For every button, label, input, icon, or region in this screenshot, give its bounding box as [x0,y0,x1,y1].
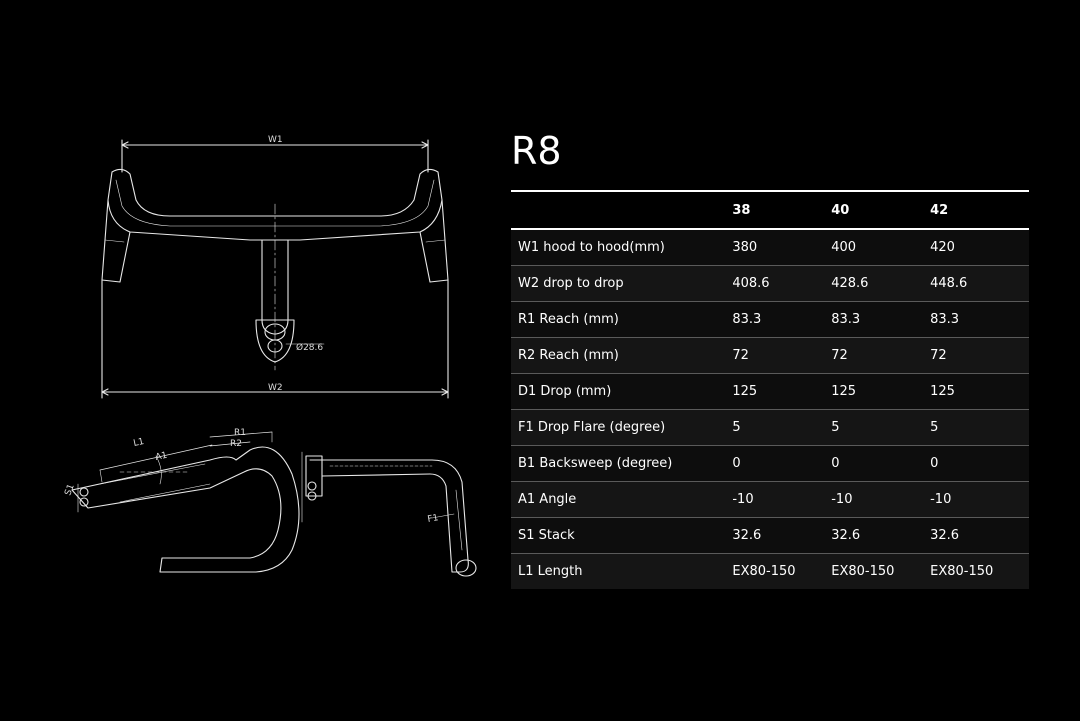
row-value: 72 [930,337,1029,374]
row-value: 380 [732,229,832,266]
top-view-handlebar [301,451,477,577]
row-value: 83.3 [732,301,832,338]
row-value: 125 [831,373,931,410]
row-value: 5 [732,409,832,446]
row-value: 428.6 [831,265,931,302]
row-label: R2 Reach (mm) [511,337,733,374]
front-view-handlebar [101,168,449,371]
side-view-handlebar [71,431,300,573]
row-value: EX80-150 [831,553,931,589]
spec-panel: R8 38 40 42 W1 hood to hood(mm) 380 400 … [511,128,1029,589]
row-value: 32.6 [732,517,832,554]
table-row: L1 Length EX80-150 EX80-150 EX80-150 [511,553,1029,589]
s1-label: S1 [63,483,76,497]
row-value: 72 [732,337,832,374]
row-value: -10 [831,481,931,518]
row-label: R1 Reach (mm) [511,301,733,338]
header-cell-empty [511,191,733,230]
drawing-svg: W1 W2 Ø28.6 L1 R1 R2 A1 S1 F1 [63,135,477,577]
row-value: 448.6 [930,265,1029,302]
row-label: D1 Drop (mm) [511,373,733,410]
table-row: S1 Stack 32.6 32.6 32.6 [511,517,1029,554]
geometry-table: 38 40 42 W1 hood to hood(mm) 380 400 420… [511,190,1029,589]
row-value: 83.3 [831,301,931,338]
row-value: 32.6 [930,517,1029,554]
r2-label: R2 [230,439,242,449]
row-label: W2 drop to drop [511,265,733,302]
row-value: 0 [930,445,1029,482]
l1-label: L1 [133,437,146,449]
row-value: 125 [732,373,832,410]
row-value: 72 [831,337,931,374]
row-value: 5 [831,409,931,446]
row-value: 0 [831,445,931,482]
row-label: L1 Length [511,553,733,589]
header-size-42: 42 [930,191,1029,230]
table-row: R1 Reach (mm) 83.3 83.3 83.3 [511,301,1029,338]
header-size-38: 38 [732,191,832,230]
header-size-40: 40 [831,191,931,230]
row-value: -10 [732,481,832,518]
row-label: A1 Angle [511,481,733,518]
row-value: EX80-150 [732,553,832,589]
row-label: B1 Backsweep (degree) [511,445,733,482]
row-value: 5 [930,409,1029,446]
row-value: 83.3 [930,301,1029,338]
table-row: W2 drop to drop 408.6 428.6 448.6 [511,265,1029,302]
row-value: 0 [732,445,832,482]
a1-label: A1 [155,451,169,463]
row-value: EX80-150 [930,553,1029,589]
row-label: W1 hood to hood(mm) [511,229,733,266]
table-row: F1 Drop Flare (degree) 5 5 5 [511,409,1029,446]
f1-label: F1 [427,513,439,525]
w1-label: W1 [268,135,283,145]
table-row: W1 hood to hood(mm) 380 400 420 [511,229,1029,266]
row-value: 32.6 [831,517,931,554]
model-title: R8 [511,129,562,173]
table-row: A1 Angle -10 -10 -10 [511,481,1029,518]
handlebar-technical-drawing: W1 W2 Ø28.6 L1 R1 R2 A1 S1 F1 [60,120,500,600]
table-header-row: 38 40 42 [511,191,1029,230]
r1-label: R1 [234,428,246,438]
table-row: R2 Reach (mm) 72 72 72 [511,337,1029,374]
row-value: 125 [930,373,1029,410]
table-row: D1 Drop (mm) 125 125 125 [511,373,1029,410]
w2-label: W2 [268,383,283,393]
row-label: F1 Drop Flare (degree) [511,409,733,446]
w2-dimension-line [101,279,449,399]
diameter-label: Ø28.6 [296,342,323,353]
table-row: B1 Backsweep (degree) 0 0 0 [511,445,1029,482]
row-value: 408.6 [732,265,832,302]
row-value: 400 [831,229,931,266]
w1-dimension-line [121,139,429,173]
row-value: -10 [930,481,1029,518]
row-value: 420 [930,229,1029,266]
row-label: S1 Stack [511,517,733,554]
